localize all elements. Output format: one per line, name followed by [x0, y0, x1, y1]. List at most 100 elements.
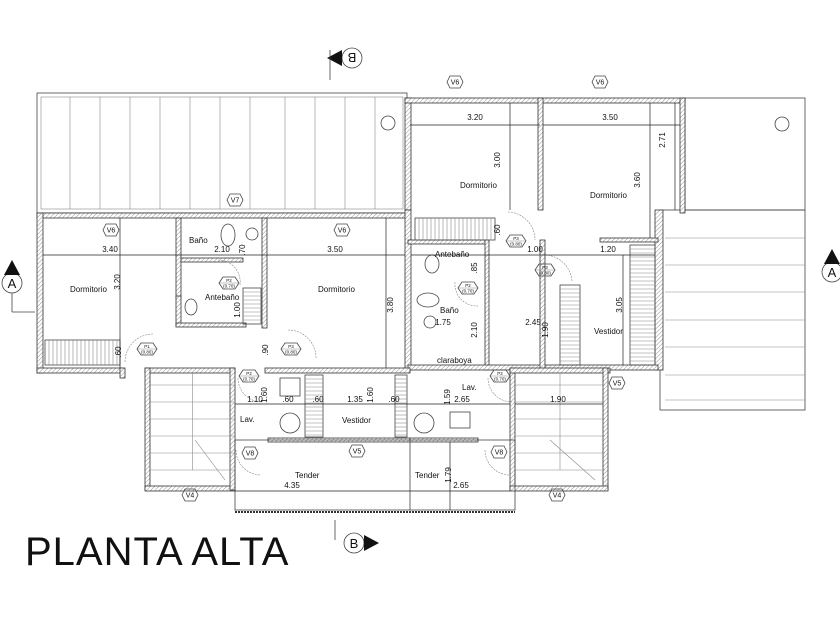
dimension-label: 4.35: [284, 481, 300, 490]
dimension-label: 3.05: [615, 297, 624, 313]
dimension-label: 3.00: [493, 152, 502, 168]
dimension-label: 3.80: [386, 297, 395, 313]
door-tag: P2(0.70): [489, 369, 511, 383]
dimension-label: 3.20: [113, 274, 122, 290]
door-tags: P1(0.80)P2(0.70)P3(0.80)P2(0.70)P3(0.80)…: [136, 234, 556, 383]
dimension-label: 3.50: [327, 245, 343, 254]
toilet-icon: [416, 292, 440, 308]
window-tag: V4: [548, 488, 566, 502]
svg-text:V4: V4: [186, 493, 195, 500]
svg-text:V8: V8: [246, 451, 255, 458]
svg-text:V5: V5: [613, 381, 622, 388]
room-label: Vestidor: [594, 327, 623, 336]
svg-text:P2: P2: [465, 283, 471, 288]
room-label: Baño: [189, 236, 208, 245]
window-tag: V6: [102, 223, 120, 237]
svg-text:P3: P3: [513, 236, 519, 241]
svg-text:V5: V5: [353, 449, 362, 456]
svg-text:V6: V6: [451, 80, 460, 87]
window-tag: V7: [226, 193, 244, 207]
dimension-label: 2.45: [525, 318, 541, 327]
window-tag: V6: [446, 75, 464, 89]
room-labels: Dormitorio Dormitorio Dormitorio Baño An…: [70, 181, 627, 480]
svg-text:A: A: [8, 276, 17, 291]
dimension-label: 2.65: [454, 395, 470, 404]
section-marker-a-right: A: [821, 249, 840, 283]
dimension-label: 1.10: [247, 395, 263, 404]
room-label: claraboya: [437, 356, 472, 365]
svg-text:(0.80): (0.80): [285, 350, 297, 355]
door-tag: P1(0.80): [136, 342, 158, 356]
room-label: Antebaño: [205, 293, 240, 302]
svg-text:(0.80): (0.80): [539, 271, 551, 276]
dimension-label: 1.90: [541, 322, 550, 338]
washer-icon: [279, 412, 301, 434]
door-tag: P3(0.80): [505, 234, 527, 248]
dimension-label: 1.35: [347, 395, 363, 404]
svg-text:(0.80): (0.80): [141, 350, 153, 355]
svg-text:P2: P2: [226, 278, 232, 283]
svg-text:V6: V6: [596, 80, 605, 87]
dimension-label: 1.79: [444, 467, 453, 483]
dimension-labels: 3.20 3.50 3.00 3.60 2.71 3.40 2.10 3.50 3.20 .70 1…: [102, 113, 667, 490]
room-label: Dormitorio: [590, 191, 627, 200]
dimension-label: 2.71: [658, 132, 667, 148]
room-label: Tender: [415, 471, 440, 480]
room-label: Dormitorio: [318, 285, 355, 294]
staircases: [150, 373, 605, 481]
window-tag: V8: [241, 446, 259, 460]
dimension-label: 3.60: [633, 172, 642, 188]
dimension-label: 2.10: [470, 322, 479, 338]
sink-icon: [184, 298, 198, 316]
dimension-lines: [43, 103, 680, 510]
dimension-label: .60: [282, 395, 294, 404]
door-tag: P2(0.70): [238, 369, 260, 383]
toilet-icon: [220, 223, 236, 247]
room-label: Vestidor: [342, 416, 371, 425]
window-tag: V5: [608, 376, 626, 390]
dimension-label: 1.60: [366, 387, 375, 403]
bidet-icon: [245, 227, 259, 241]
dimension-label: .60: [388, 395, 400, 404]
dimension-label: 1.20: [600, 245, 616, 254]
dimension-label: .70: [238, 244, 247, 256]
dimension-label: 3.40: [102, 245, 118, 254]
dimension-label: 1.00: [527, 245, 543, 254]
section-marker-a-left: A: [1, 260, 35, 313]
svg-text:P3: P3: [542, 265, 548, 270]
dimension-label: 2.65: [453, 481, 469, 490]
svg-text:P3: P3: [288, 344, 294, 349]
dimension-label: .90: [261, 344, 270, 356]
door-tag: P2(0.70): [218, 276, 240, 290]
dimension-label: 3.50: [602, 113, 618, 122]
drawing-title: PLANTA ALTA: [25, 530, 289, 574]
door-swings: [124, 211, 573, 476]
svg-text:(0.70): (0.70): [223, 284, 235, 289]
svg-text:V4: V4: [553, 493, 562, 500]
room-label: Dormitorio: [460, 181, 497, 190]
svg-text:(0.70): (0.70): [462, 289, 474, 294]
svg-text:V8: V8: [495, 450, 504, 457]
bidet-icon: [423, 315, 437, 329]
dimension-label: 3.20: [467, 113, 483, 122]
dimension-label: .60: [114, 346, 123, 358]
section-marker-b-top: B: [327, 47, 363, 80]
room-label: Dormitorio: [70, 285, 107, 294]
dimension-label: .60: [312, 395, 324, 404]
room-label: Baño: [440, 306, 459, 315]
door-tag: P2(0.70): [457, 281, 479, 295]
svg-text:A: A: [828, 265, 837, 280]
roof-slats: [36, 92, 408, 214]
washer-icon: [413, 412, 435, 434]
svg-text:(0.80): (0.80): [510, 242, 522, 247]
svg-text:P2: P2: [497, 371, 503, 376]
svg-text:(0.70): (0.70): [494, 377, 506, 382]
dimension-label: .60: [493, 224, 502, 236]
svg-text:B: B: [350, 536, 359, 551]
window-tag: V8: [490, 445, 508, 459]
room-label: Antebaño: [435, 250, 470, 259]
window-tag: V6: [333, 223, 351, 237]
svg-text:P2: P2: [246, 371, 252, 376]
room-label: Lav.: [462, 383, 477, 392]
